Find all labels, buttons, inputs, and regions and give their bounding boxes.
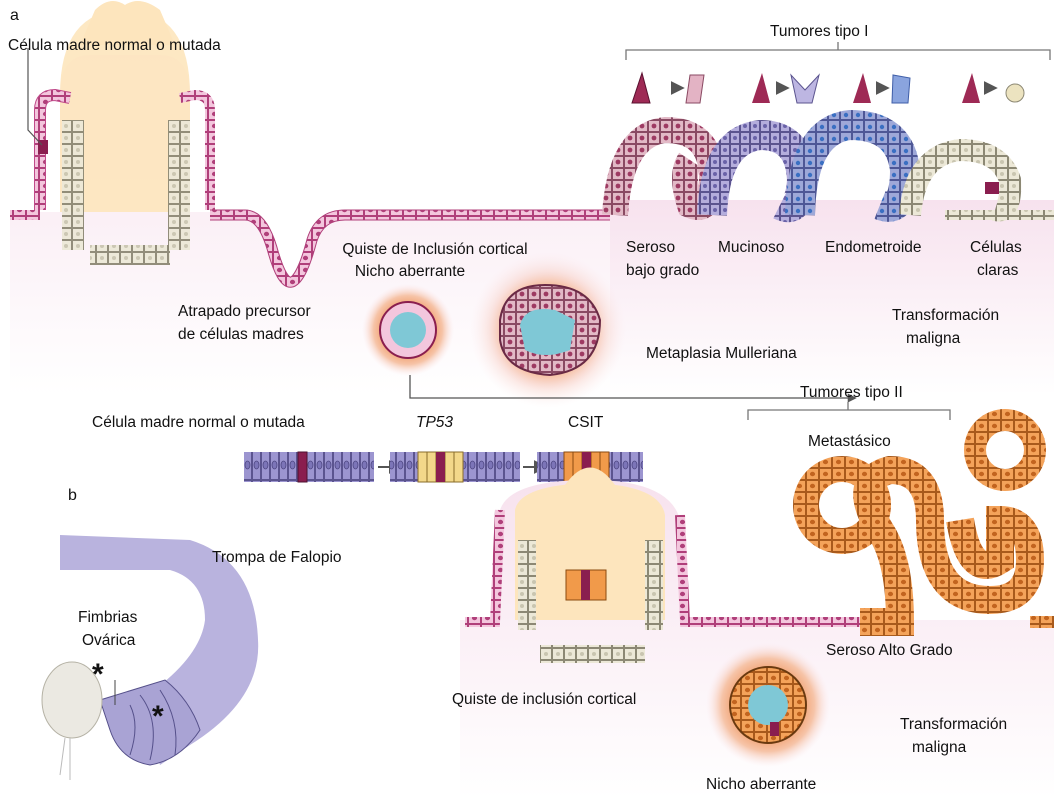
cyst-title-1: Quiste de Inclusión cortical bbox=[310, 240, 560, 259]
csit-label: CSIT bbox=[568, 413, 603, 432]
fimbria-label-1: Fimbrias bbox=[78, 608, 137, 627]
asterisk-fimbria: * bbox=[152, 702, 164, 732]
cell-strip-normal bbox=[244, 452, 374, 482]
aberrant-niche-label: Nicho aberrante bbox=[706, 775, 816, 794]
stem-cell-label-b: Célula madre normal o mutada bbox=[92, 413, 305, 432]
subtype-endometrioid: Endometroide bbox=[825, 238, 922, 257]
panel-b-art bbox=[42, 402, 1054, 798]
cell-strip-tp53 bbox=[390, 452, 520, 482]
malignant-b-1: Transformación bbox=[900, 715, 1007, 734]
trapped-precursor-1: Atrapado precursor bbox=[178, 302, 311, 321]
asterisk-ovarian: * bbox=[92, 660, 104, 690]
fallopian-label: Trompa de Falopio bbox=[212, 548, 342, 567]
type1-title: Tumores tipo I bbox=[770, 22, 869, 41]
mullerian-metaplasia: Metaplasia Mulleriana bbox=[646, 344, 797, 363]
subtype-serous-line2: bajo grado bbox=[626, 261, 699, 280]
malignant-a-1: Transformación bbox=[892, 306, 999, 325]
trapped-precursor-2: de células madres bbox=[178, 325, 304, 344]
cyst-title-2: Nicho aberrante bbox=[310, 262, 510, 281]
cell-transition-icons bbox=[632, 73, 1024, 103]
high-grade-serous-label: Seroso Alto Grado bbox=[826, 641, 953, 660]
subtype-clear-line1: Células bbox=[970, 238, 1022, 257]
subtype-serous-line1: Seroso bbox=[626, 238, 675, 257]
metastatic-label: Metastásico bbox=[808, 432, 891, 451]
panel-b-letter: b bbox=[68, 486, 77, 505]
panel-a-art bbox=[10, 1, 1054, 408]
type2-title: Tumores tipo II bbox=[800, 383, 903, 402]
subtype-mucinous: Mucinoso bbox=[718, 238, 784, 257]
stem-cell-label-a: Célula madre normal o mutada bbox=[8, 36, 221, 55]
fallopian-tube bbox=[42, 535, 258, 780]
cyst-label-b: Quiste de inclusión cortical bbox=[452, 690, 636, 709]
malignant-a-2: maligna bbox=[906, 329, 960, 348]
tp53-label: TP53 bbox=[416, 413, 453, 432]
malignant-b-2: maligna bbox=[912, 738, 966, 757]
subtype-clear-line2: claras bbox=[977, 261, 1018, 280]
panel-a-letter: a bbox=[10, 6, 19, 25]
fimbria-label-2: Ovárica bbox=[82, 631, 135, 650]
